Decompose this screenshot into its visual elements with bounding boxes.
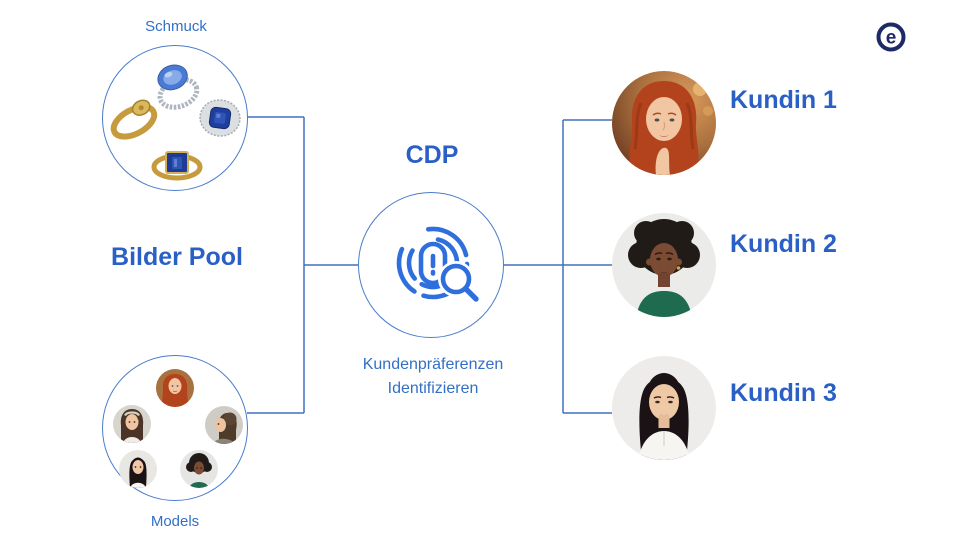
cdp-caption-line1: Kundenpräferenzen [362,356,504,373]
model-red-haired-woman [156,369,194,407]
silver-halo-ring-blue-gem [199,99,241,137]
svg-text:e: e [886,28,897,49]
schmuck-image-pool [102,45,248,191]
cdp-caption: Kundenpräferenzen Identifizieren [363,353,504,401]
bilder-pool-title: Bilder Pool [111,243,243,271]
cdp-node [358,192,504,338]
model-brunette-woman-profile [205,406,243,444]
kundin-3-label: Kundin 3 [730,379,837,407]
kundin-2-avatar [612,213,716,317]
gold-ring-blue-gem [151,151,203,181]
model-woman-with-headband [113,405,151,443]
schmuck-label: Schmuck [145,18,207,35]
kundin-1-avatar [612,71,716,175]
kundin-2-label: Kundin 2 [730,230,837,258]
cdp-title: CDP [405,141,459,169]
silver-ring-light-blue-gem [157,64,200,110]
model-asian-woman [119,450,157,488]
e-logo-icon: e [874,20,908,54]
models-image-pool [102,355,248,501]
gold-ring [110,99,158,140]
models-label: Models [150,513,200,530]
fingerprint-search-icon [396,226,479,302]
model-woman-with-afro [180,450,218,488]
jewelry-rings-image [110,64,241,181]
cdp-caption-line2: Identifizieren [387,380,479,397]
kundin-3-avatar [612,356,716,460]
kundin-1-label: Kundin 1 [730,86,837,114]
